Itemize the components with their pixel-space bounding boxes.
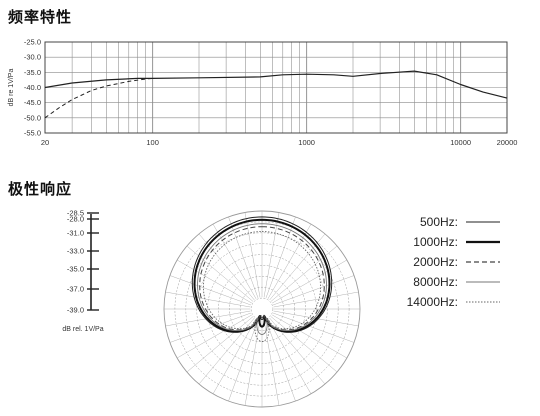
legend-label: 500Hz: bbox=[420, 215, 458, 229]
y-tick-label: -25.0 bbox=[24, 38, 41, 47]
polar-grid-radial bbox=[169, 275, 251, 306]
polar-grid-radial bbox=[267, 319, 312, 395]
polar-grid-radial bbox=[244, 320, 261, 406]
polar-series-thick bbox=[193, 218, 331, 333]
polar-grid-radial bbox=[270, 316, 338, 373]
y-tick-label: -45.0 bbox=[24, 98, 41, 107]
polar-series-dashed bbox=[199, 226, 325, 331]
x-tick-label: 100 bbox=[146, 138, 159, 147]
polar-grid-radial bbox=[273, 312, 355, 343]
polar-grid-radial bbox=[269, 233, 326, 301]
x-tick-label: 10000 bbox=[450, 138, 471, 147]
polar-series-solid-light bbox=[197, 223, 327, 335]
polar-grid-radial bbox=[212, 223, 257, 299]
y-tick-label: -40.0 bbox=[24, 83, 41, 92]
polar-grid-radial bbox=[169, 312, 251, 343]
scale-tick-label: -35.0 bbox=[67, 265, 84, 274]
legend-label: 8000Hz: bbox=[413, 275, 458, 289]
x-tick-label: 20000 bbox=[497, 138, 518, 147]
y-tick-label: -30.0 bbox=[24, 53, 41, 62]
polar-grid-radial bbox=[165, 291, 251, 308]
polar-grid-radial bbox=[176, 314, 252, 359]
scale-tick-label: -37.0 bbox=[67, 285, 84, 294]
polar-series-dotted bbox=[202, 231, 322, 342]
y-tick-label: -35.0 bbox=[24, 68, 41, 77]
polar-grid-radial bbox=[198, 233, 255, 301]
polar-grid-radial bbox=[270, 245, 338, 302]
scale-tick-label: -39.0 bbox=[67, 306, 84, 315]
legend-label: 1000Hz: bbox=[413, 235, 458, 249]
polar-grid-radial bbox=[186, 245, 254, 302]
frequency-series-solid bbox=[44, 70, 508, 99]
y-tick-label: -55.0 bbox=[24, 129, 41, 138]
y-tick-label: -50.0 bbox=[24, 113, 41, 122]
polar-grid-radial bbox=[228, 320, 259, 402]
polar-pattern-chart bbox=[163, 210, 361, 408]
polar-grid-radial bbox=[186, 316, 254, 373]
legend-label: 2000Hz: bbox=[413, 255, 458, 269]
y-axis-label: dB re 1V/Pa bbox=[8, 69, 15, 107]
x-tick-label: 20 bbox=[41, 138, 49, 147]
polar-grid-circle bbox=[250, 297, 274, 321]
polar-grid-radial bbox=[176, 259, 252, 304]
scale-tick-label: -33.0 bbox=[67, 247, 84, 256]
polar-pattern-title: 极性响应 bbox=[8, 180, 73, 198]
scale-tick-label: -28.5 bbox=[67, 209, 84, 218]
polar-level-scale: -28.5-28.0 -31.0 -33.0 -35.0 -37.0 -39.0 dB re… bbox=[62, 209, 103, 334]
polar-grid-radial bbox=[272, 259, 348, 304]
scale-tick-label: -31.0 bbox=[67, 229, 84, 238]
polar-grid-radial bbox=[267, 223, 312, 299]
polar-grid-radial bbox=[212, 319, 257, 395]
frequency-response-chart: -25.0 -30.0 -35.0 -40.0 -45.0 -50.0 -55.020 100… bbox=[8, 38, 517, 148]
polar-grid-radial bbox=[265, 320, 296, 402]
frequency-series-dashed bbox=[44, 77, 153, 119]
polar-grid-radial bbox=[244, 212, 261, 298]
scale-axis-label: dB rel. 1V/Pa bbox=[62, 326, 103, 333]
x-tick-label: 1000 bbox=[298, 138, 315, 147]
polar-series-solid bbox=[191, 216, 333, 333]
polar-legend: 500Hz: 1000Hz: 2000Hz: 8000Hz: 14000Hz: bbox=[407, 215, 500, 309]
polar-grid-radial bbox=[273, 275, 355, 306]
scale-tick-label: -28.0 bbox=[67, 215, 84, 224]
polar-grid-radial bbox=[273, 291, 359, 308]
polar-grid-radial bbox=[263, 320, 280, 406]
polar-grid-radial bbox=[272, 314, 348, 359]
polar-grid-radial bbox=[263, 212, 280, 298]
frequency-response-title: 频率特性 bbox=[8, 8, 73, 26]
legend-label: 14000Hz: bbox=[407, 295, 458, 309]
